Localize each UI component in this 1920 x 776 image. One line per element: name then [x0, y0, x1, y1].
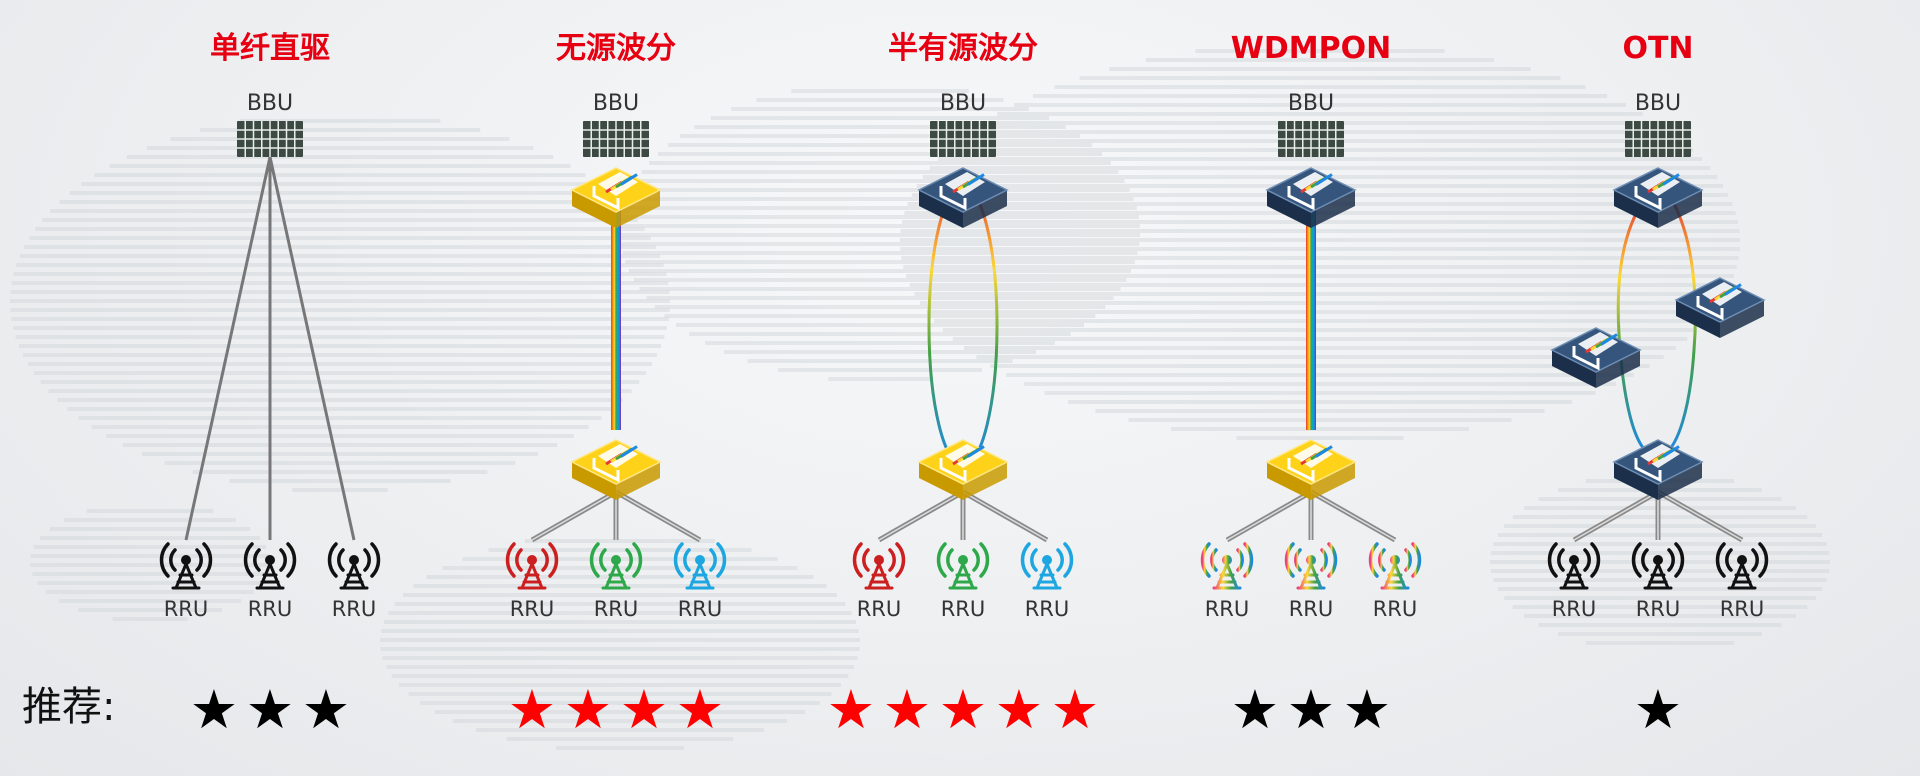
devices — [570, 167, 662, 500]
star-icon: ★ — [1343, 678, 1391, 741]
star-icon: ★ — [246, 678, 294, 741]
devices — [1550, 167, 1766, 500]
rru-label: RRU — [332, 597, 377, 621]
star-icon: ★ — [995, 678, 1043, 741]
rru-label: RRU — [1025, 597, 1070, 621]
devices — [917, 167, 1009, 500]
top-multiplexer — [570, 167, 662, 228]
star-icon: ★ — [676, 678, 724, 741]
bbu-label: BBU — [1635, 91, 1681, 116]
bbu-label: BBU — [247, 91, 293, 116]
rru-3: RRU — [1715, 542, 1769, 621]
star-icon: ★ — [1287, 678, 1335, 741]
rru-1: RRU — [159, 542, 213, 621]
hub-multiplexer — [570, 439, 662, 500]
rating-stars: ★★★★★ — [827, 678, 1099, 741]
hub-otn-node — [1612, 439, 1704, 500]
topology-column-5: OTN BBU RRU RRU RRU ★ — [1547, 31, 1769, 741]
rru-label: RRU — [1720, 597, 1765, 621]
recommend-label: 推荐: — [22, 684, 115, 730]
star-icon: ★ — [1231, 678, 1279, 741]
right-otn-node — [1674, 277, 1766, 338]
hub-multiplexer — [917, 439, 1009, 500]
column-title: WDMPON — [1231, 31, 1391, 66]
rating-stars: ★★★★ — [508, 678, 724, 741]
bbu-label: BBU — [940, 91, 986, 116]
rru-1: RRU — [505, 542, 559, 621]
star-icon: ★ — [827, 678, 875, 741]
rru-2: RRU — [589, 542, 643, 621]
top-multiplexer — [1265, 167, 1357, 228]
hub-multiplexer — [1265, 439, 1357, 500]
rru-label: RRU — [1552, 597, 1597, 621]
rru-label: RRU — [594, 597, 639, 621]
column-title: 半有源波分 — [888, 31, 1038, 66]
bbu-label: BBU — [593, 91, 639, 116]
rru-2: RRU — [1631, 542, 1685, 621]
star-icon: ★ — [1051, 678, 1099, 741]
rru-label: RRU — [164, 597, 209, 621]
rru-label: RRU — [941, 597, 986, 621]
column-title: OTN — [1622, 31, 1693, 66]
rru-3: RRU — [327, 542, 381, 621]
rru-label: RRU — [1373, 597, 1418, 621]
devices — [1265, 167, 1357, 500]
rru-2: RRU — [1284, 542, 1338, 621]
bbu-label: BBU — [1288, 91, 1334, 116]
top-otn-node — [1612, 167, 1704, 228]
star-icon: ★ — [564, 678, 612, 741]
column-title: 单纤直驱 — [210, 31, 330, 66]
top-multiplexer — [917, 167, 1009, 228]
rru-1: RRU — [1547, 542, 1601, 621]
star-icon: ★ — [1634, 678, 1682, 741]
rru-2: RRU — [936, 542, 990, 621]
rru-3: RRU — [673, 542, 727, 621]
left-otn-node — [1550, 327, 1642, 388]
star-icon: ★ — [939, 678, 987, 741]
rating-stars: ★★★ — [190, 678, 350, 741]
rru-1: RRU — [1200, 542, 1254, 621]
star-icon: ★ — [302, 678, 350, 741]
star-icon: ★ — [508, 678, 556, 741]
star-icon: ★ — [883, 678, 931, 741]
rru-label: RRU — [1205, 597, 1250, 621]
rru-label: RRU — [248, 597, 293, 621]
rru-label: RRU — [510, 597, 555, 621]
star-icon: ★ — [620, 678, 668, 741]
rru-2: RRU — [243, 542, 297, 621]
rru-label: RRU — [1636, 597, 1681, 621]
rru-label: RRU — [1289, 597, 1334, 621]
star-icon: ★ — [190, 678, 238, 741]
fiber-links — [184, 156, 356, 541]
rru-1: RRU — [852, 542, 906, 621]
rating-stars: ★★★ — [1231, 678, 1391, 741]
rating-stars: ★ — [1634, 678, 1682, 741]
rru-3: RRU — [1020, 542, 1074, 621]
column-title: 无源波分 — [556, 31, 676, 66]
rru-3: RRU — [1368, 542, 1422, 621]
rru-label: RRU — [678, 597, 723, 621]
rru-label: RRU — [857, 597, 902, 621]
